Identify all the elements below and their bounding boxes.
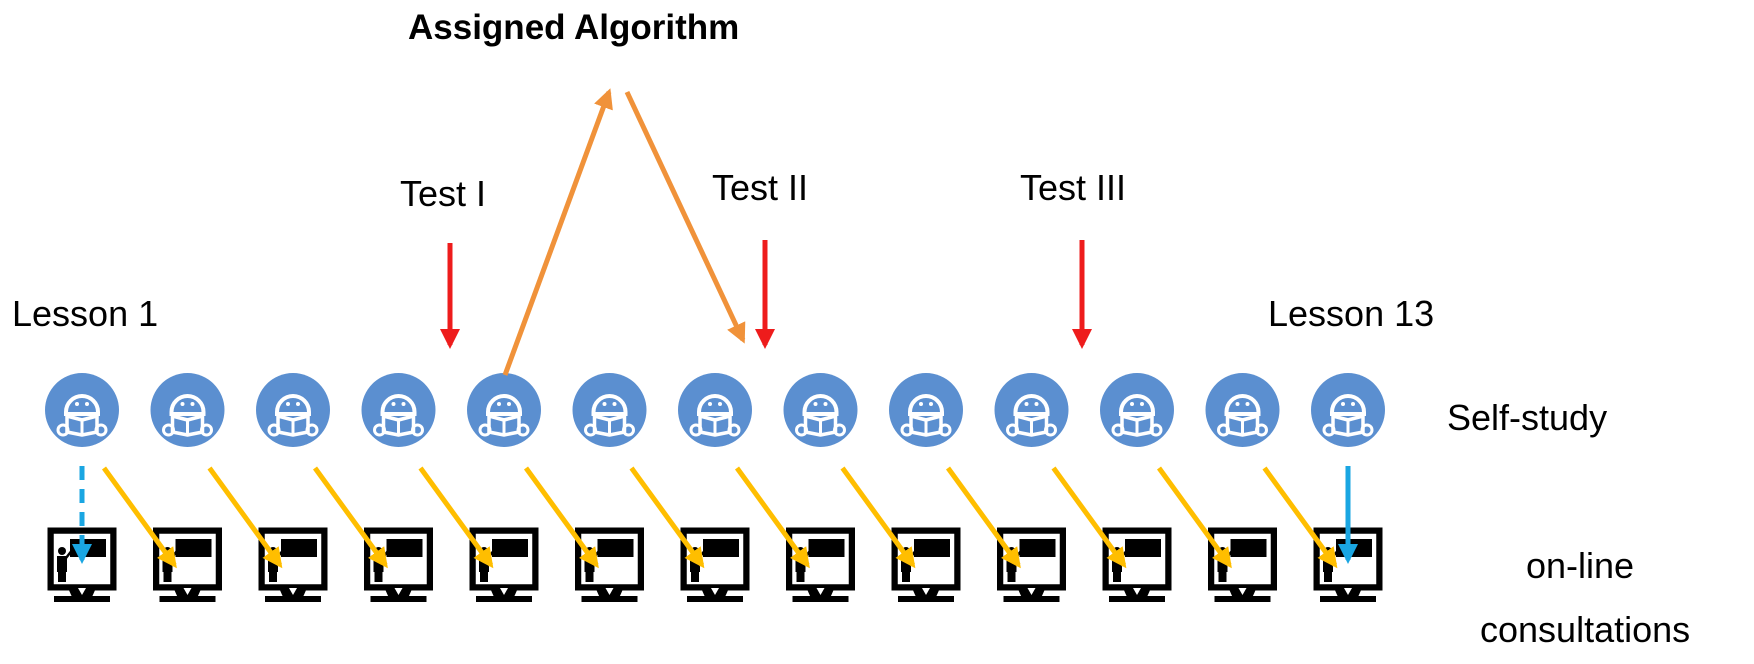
consultation-arrow-3 (312, 466, 388, 569)
teacher-monitor-icon (47, 527, 117, 602)
algorithm-down-arrow (624, 90, 746, 344)
teacher-monitor-icon (891, 527, 961, 602)
reading-student-icon (1311, 373, 1385, 447)
self-study-label: Self-study (1447, 397, 1608, 438)
reading-student-icon (361, 373, 436, 447)
teacher-monitor-icon (364, 527, 433, 602)
consultations-row (47, 527, 1383, 602)
consultation-arrow-9 (945, 466, 1021, 569)
reading-student-icon (783, 373, 858, 447)
reading-student-icon (889, 373, 963, 447)
test-1-label: Test I (400, 173, 487, 214)
reading-student-icon (1100, 373, 1174, 447)
consultation-arrow-1 (101, 466, 177, 569)
reading-student-icon (572, 373, 647, 447)
consultations-label-line1: on-line (1525, 545, 1635, 586)
test-3-label: Test III (1020, 167, 1127, 208)
teacher-monitor-icon (1102, 527, 1172, 602)
teacher-monitor-icon (469, 527, 539, 602)
consultation-arrow-4 (418, 466, 494, 569)
consultation-arrow-11 (1156, 466, 1232, 569)
consultation-arrow-7 (734, 466, 810, 569)
reading-student-icon (150, 373, 225, 447)
teacher-monitor-icon (153, 527, 222, 602)
consultation-arrow-5 (523, 466, 599, 569)
reading-student-icon (1205, 373, 1280, 447)
reading-student-icon (45, 373, 119, 447)
reading-student-icon (994, 373, 1069, 447)
consultation-arrow-8 (840, 466, 916, 569)
teacher-monitor-icon (786, 527, 855, 602)
consultations-label-line2: consultations (1480, 609, 1691, 650)
lesson-last-label: Lesson 13 (1268, 293, 1435, 334)
lesson-first-label: Lesson 1 (12, 293, 159, 334)
consultation-arrow-2 (207, 466, 283, 569)
teacher-monitor-icon (1208, 527, 1277, 602)
consultation-arrow-6 (629, 466, 705, 569)
teacher-monitor-icon (258, 527, 328, 602)
arrows-layer (72, 88, 1358, 569)
consultation-arrow-10 (1051, 466, 1127, 569)
test-2-label: Test II (712, 167, 809, 208)
teacher-monitor-icon (575, 527, 644, 602)
self-study-row (45, 373, 1385, 447)
reading-student-icon (467, 373, 541, 447)
reading-student-icon (256, 373, 330, 447)
reading-student-icon (678, 373, 752, 447)
teacher-monitor-icon (997, 527, 1066, 602)
diagram-title: Assigned Algorithm (408, 8, 740, 47)
consultation-arrow-12 (1262, 466, 1338, 569)
teacher-monitor-icon (680, 527, 750, 602)
algorithm-up-arrow (502, 88, 613, 376)
